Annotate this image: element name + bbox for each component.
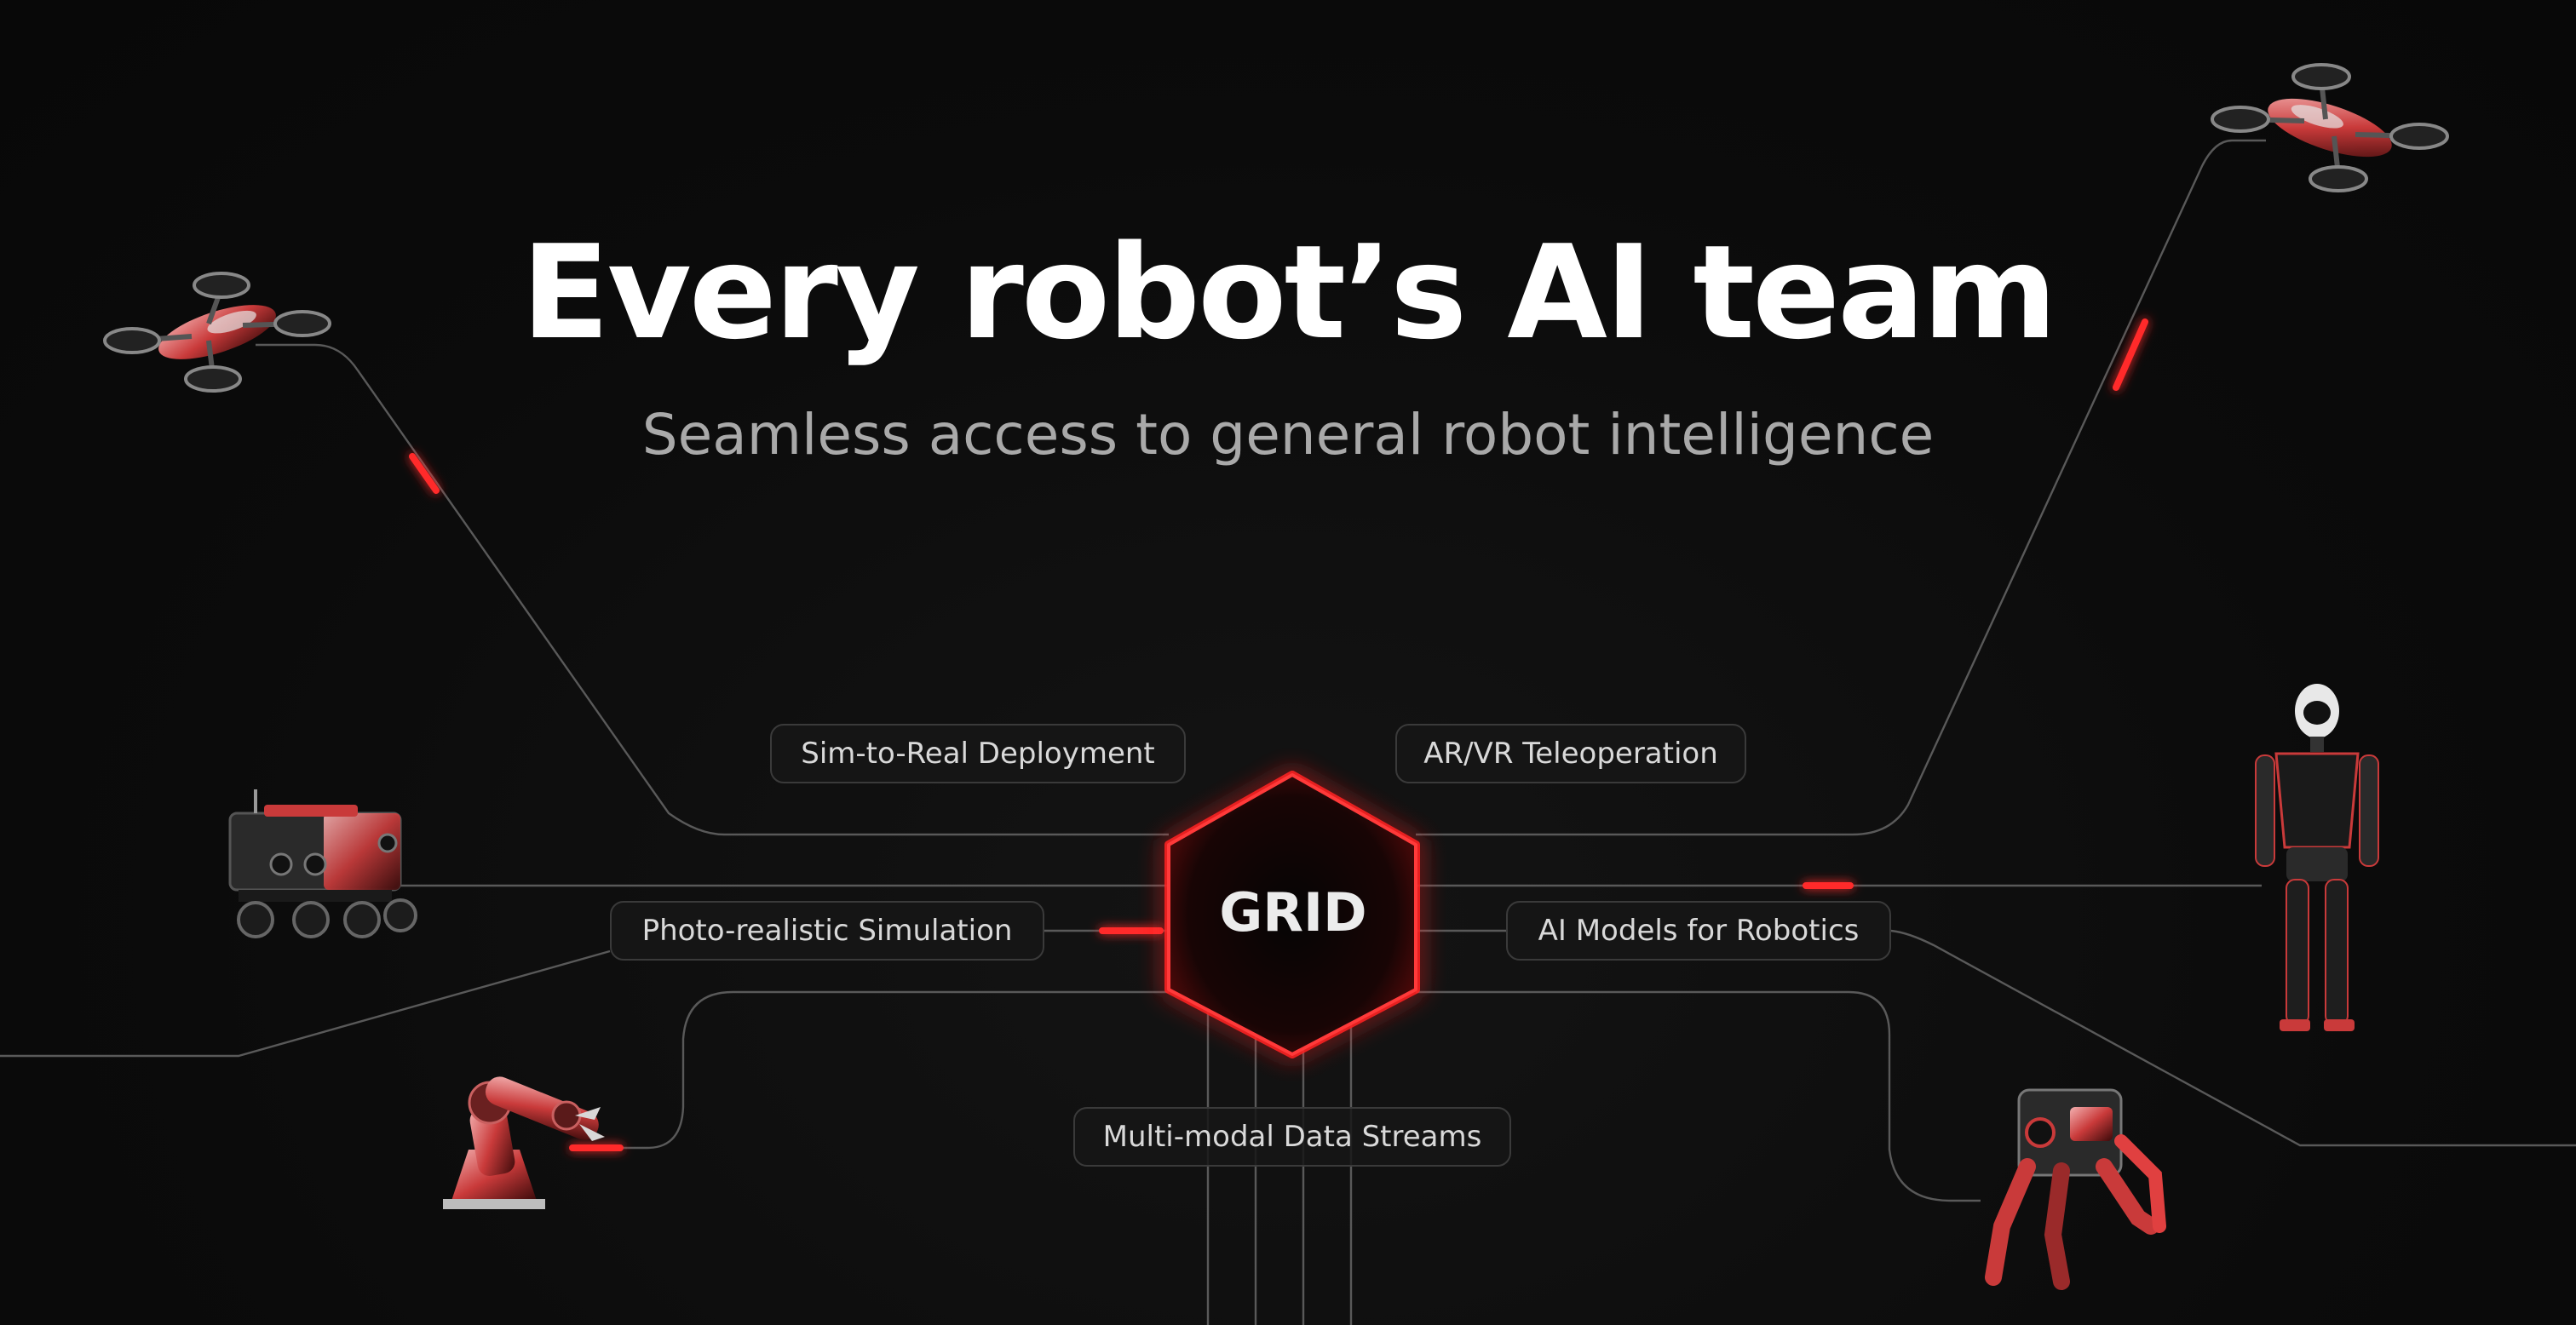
hero-title: Every robot’s AI team (520, 217, 2057, 368)
pulse-drone-right (2113, 318, 2148, 391)
pulse-drone-left (409, 453, 440, 494)
hero-subtitle: Seamless access to general robot intelli… (641, 402, 1935, 467)
chip-multi-modal-data-streams[interactable]: Multi-modal Data Streams (1073, 1107, 1511, 1167)
chip-sim-to-real-deployment[interactable]: Sim-to-Real Deployment (770, 724, 1186, 783)
hub-hexagon (1167, 773, 1417, 1056)
line-arm (588, 990, 1169, 1150)
grid-hub-label[interactable]: GRID (1219, 881, 1367, 944)
quadruped-icon (1985, 1088, 2166, 1290)
chip-ai-models-for-robotics[interactable]: AI Models for Robotics (1506, 901, 1891, 961)
humanoid-icon (2255, 684, 2379, 1031)
grid-hub[interactable] (1164, 771, 1420, 1058)
robot-arm-icon (443, 1076, 605, 1209)
line-drone-left (256, 343, 1169, 836)
drone-icon (2211, 63, 2449, 192)
line-left-edge (0, 949, 611, 1058)
drone-icon (103, 272, 331, 393)
rover-icon (228, 789, 417, 938)
line-right-edge (1890, 929, 2576, 1147)
line-quadruped (1416, 990, 1981, 1202)
data-pulses (409, 318, 2148, 1151)
chip-ar-vr-teleoperation[interactable]: AR/VR Teleoperation (1395, 724, 1746, 783)
chip-photo-realistic-simulation[interactable]: Photo-realistic Simulation (610, 901, 1044, 961)
line-drone-right (1416, 139, 2266, 836)
